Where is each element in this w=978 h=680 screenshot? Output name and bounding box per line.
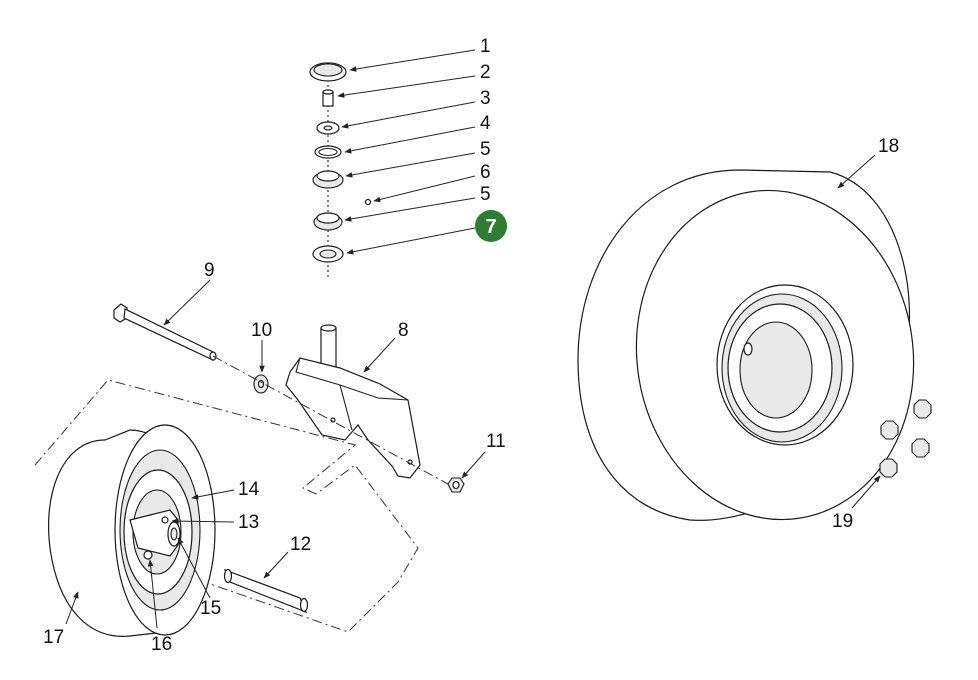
callout-12[interactable]: 12 bbox=[290, 534, 311, 555]
lug-nuts-part[interactable] bbox=[851, 399, 932, 509]
callout-5-upper[interactable]: 5 bbox=[480, 139, 491, 160]
highlight-badge bbox=[475, 210, 507, 242]
callout-9[interactable]: 9 bbox=[204, 260, 215, 281]
callout-6[interactable]: 6 bbox=[480, 162, 491, 183]
callout-18[interactable]: 18 bbox=[878, 136, 899, 157]
callout-17[interactable]: 17 bbox=[43, 627, 64, 648]
callout-15[interactable]: 15 bbox=[200, 598, 221, 619]
callout-13[interactable]: 13 bbox=[238, 512, 259, 533]
callout-3[interactable]: 3 bbox=[480, 88, 491, 109]
callout-5-lower[interactable]: 5 bbox=[480, 184, 491, 205]
assembly-guide-lines bbox=[34, 355, 449, 633]
spacer-tube-part[interactable] bbox=[223, 551, 309, 614]
lock-nut-part[interactable] bbox=[447, 451, 486, 493]
small-wheel-leaders bbox=[65, 489, 235, 629]
callout-labels: 1 2 3 4 5 6 5 7 8 9 10 11 12 13 14 15 16… bbox=[43, 36, 899, 655]
callout-4[interactable]: 4 bbox=[480, 113, 491, 134]
callout-7[interactable]: 7 bbox=[485, 216, 496, 238]
callout-2[interactable]: 2 bbox=[480, 62, 491, 83]
small-caster-wheel[interactable] bbox=[48, 424, 216, 637]
callout-19[interactable]: 19 bbox=[832, 511, 853, 532]
callout-14[interactable]: 14 bbox=[238, 479, 260, 500]
callout-1[interactable]: 1 bbox=[480, 36, 491, 57]
callout-11[interactable]: 11 bbox=[486, 431, 506, 452]
callout-8[interactable]: 8 bbox=[398, 320, 409, 341]
callout-16[interactable]: 16 bbox=[151, 634, 172, 655]
callout-7-badge[interactable]: 7 bbox=[475, 210, 507, 242]
caster-fork-part[interactable] bbox=[285, 324, 421, 479]
grease-fitting-part[interactable] bbox=[364, 198, 372, 206]
stack-leaders bbox=[337, 49, 476, 255]
axle-bolt-part[interactable] bbox=[113, 279, 217, 361]
large-drive-tire[interactable] bbox=[577, 154, 935, 538]
callout-10[interactable]: 10 bbox=[251, 320, 272, 341]
caster-bearing-stack bbox=[309, 62, 372, 278]
spacer-washer-part[interactable] bbox=[253, 340, 269, 394]
